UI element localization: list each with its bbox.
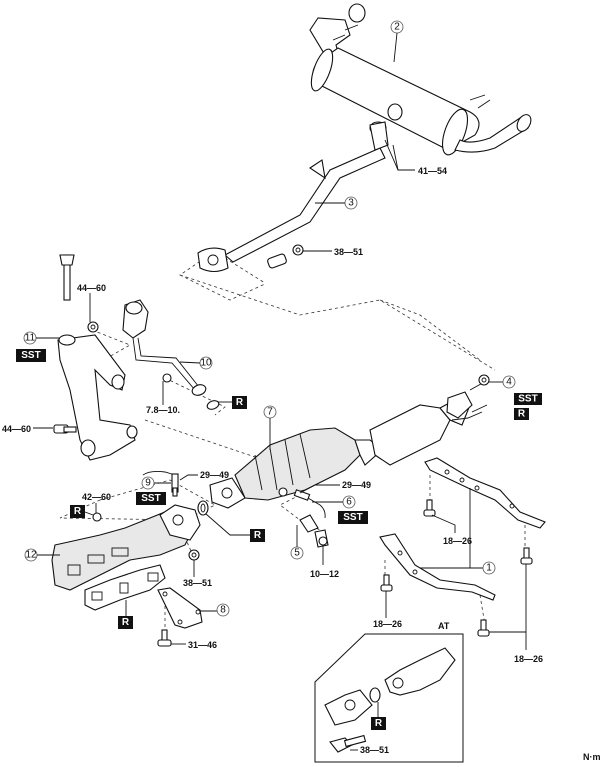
replace-tag-manifold-gasket: R [118, 616, 133, 629]
svg-text:R: R [375, 718, 383, 729]
callout-8 [216, 603, 230, 617]
callout-number-12: 12 [25, 550, 37, 561]
torque-rear-o2-sensor: 29—49 [342, 480, 371, 490]
unit-label: N·m [583, 752, 601, 762]
callout-number-4: 4 [506, 377, 512, 388]
svg-text:SST: SST [518, 394, 537, 405]
rear-oxygen-sensor[interactable] [278, 487, 326, 519]
crossmember-upper[interactable] [424, 457, 546, 529]
at-inset: AT [314, 621, 464, 763]
sst-tag-6: SST [338, 511, 368, 524]
main-silencer[interactable] [307, 3, 534, 158]
torque-middle-pipe-nut: 38—51 [334, 247, 363, 257]
sst-tag-11: SST [16, 349, 46, 362]
spring [267, 253, 287, 269]
middle-pipe[interactable] [197, 121, 389, 273]
torque-bracket-bolt: 10—12 [310, 569, 339, 579]
torque-mount-upper-nut: 44—60 [77, 283, 106, 293]
crossmember-lower[interactable] [379, 533, 496, 601]
manifold-nut [92, 512, 102, 522]
torque-crossmember-bolt-c: 18—26 [514, 654, 543, 664]
svg-text:R: R [254, 530, 262, 541]
torque-inset-bolt: 38—51 [360, 745, 389, 755]
torque-crossmember-bolt-b: 18—26 [373, 619, 402, 629]
torque-silencer-clamp: 41—54 [418, 166, 447, 176]
svg-text:R: R [236, 397, 244, 408]
replace-tag-inset-gasket: R [371, 717, 386, 730]
svg-text:R: R [518, 409, 526, 420]
gasket-4 [478, 374, 490, 386]
manifold-bracket-8[interactable] [157, 587, 203, 629]
replace-tag-manifold-nut: R [70, 505, 85, 518]
replace-tag-front-gasket: R [250, 529, 265, 542]
crossmember-bolt-d [477, 619, 490, 637]
front-gasket [197, 500, 209, 516]
callout-number-6: 6 [346, 497, 352, 508]
bracket-bolt [318, 536, 328, 546]
replace-tag-4: R [514, 408, 529, 420]
front-oxygen-sensor[interactable] [142, 470, 179, 497]
air-pipe-nut [162, 373, 172, 383]
torque-crossmember-bolt-a: 18—26 [443, 536, 472, 546]
middle-pipe-nut [292, 244, 304, 256]
svg-text:R: R [122, 617, 130, 628]
bracket-5[interactable] [299, 514, 329, 548]
callout-number-10: 10 [200, 358, 212, 369]
crossmember-bolt-c [520, 547, 533, 565]
torque-mount-bolt: 44—60 [2, 424, 31, 434]
callout-number-9: 9 [145, 478, 151, 489]
mount-bolt [53, 424, 77, 434]
svg-text:R: R [74, 506, 82, 517]
torque-manifold-bracket-bolt: 31—46 [188, 640, 217, 650]
catalytic-converter[interactable] [209, 399, 471, 509]
callout-number-3: 3 [348, 198, 354, 209]
manifold-bracket-bolt [157, 629, 172, 647]
callout-number-7: 7 [267, 407, 273, 418]
svg-text:SST: SST [343, 512, 362, 523]
callout-number-8: 8 [220, 605, 226, 616]
crossmember-bolt-a [423, 499, 436, 517]
torque-air-pipe-nut: 7.8—10. [146, 405, 180, 415]
sst-tag-4: SST [514, 393, 542, 405]
crossmember-bolt-b [380, 574, 393, 592]
replace-tag-air-pipe-gasket: R [232, 396, 247, 409]
callout-number-5: 5 [294, 548, 300, 559]
exhaust-manifold[interactable] [51, 504, 201, 591]
mount-upper-nut [87, 321, 99, 333]
sst-tag-9: SST [136, 492, 166, 505]
torque-manifold-bracket-nut: 38—51 [183, 578, 212, 588]
callout-number-11: 11 [25, 333, 36, 344]
callout-number-2: 2 [394, 22, 400, 33]
callout-4 [502, 375, 516, 389]
manifold-gasket [84, 564, 166, 611]
torque-front-o2-sensor: 29—49 [200, 470, 229, 480]
engine-mount-bracket[interactable] [57, 254, 138, 461]
svg-text:SST: SST [21, 350, 40, 361]
callout-number-1: 1 [486, 563, 492, 574]
svg-text:SST: SST [141, 493, 160, 504]
torque-manifold-nut: 42—60 [82, 492, 111, 502]
rear-flange [446, 379, 489, 421]
inset-label-at: AT [438, 621, 450, 631]
manifold-bracket-nut [188, 549, 200, 561]
air-pipe[interactable] [122, 299, 220, 411]
callout-1 [482, 561, 496, 575]
